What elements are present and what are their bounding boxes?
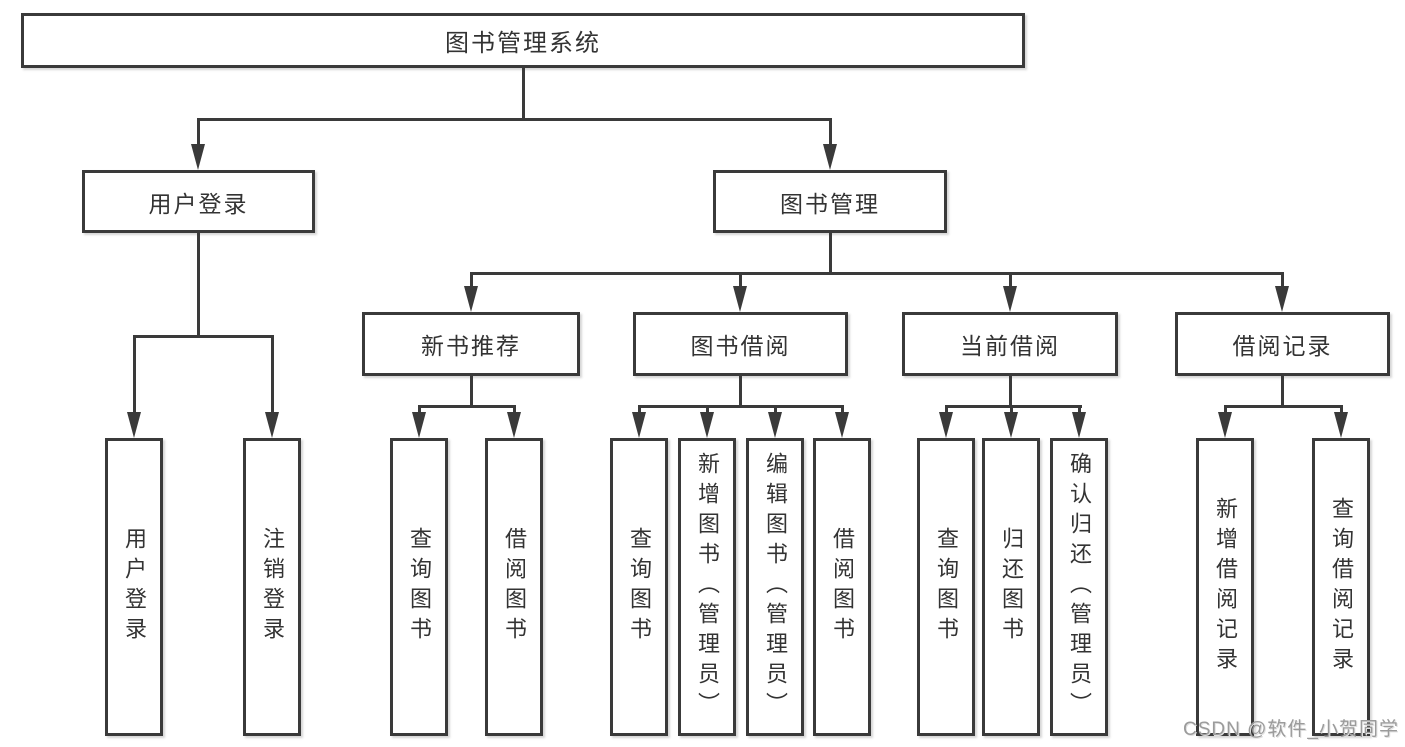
node-leaf-query-books-current: 查询图书	[917, 438, 975, 736]
node-leaf-confirm-return-admin: 确认归还（管理员）	[1050, 438, 1108, 736]
node-library-system-label: 图书管理系统	[445, 30, 601, 57]
connector-drop-leaf	[513, 405, 516, 415]
arrow-down-icon	[127, 412, 141, 438]
connector-borrowing-hline	[638, 405, 844, 408]
connector-records-stem	[1281, 376, 1284, 407]
arrow-down-icon	[191, 144, 205, 170]
arrow-down-icon	[823, 144, 837, 170]
connector-user-login-stem	[197, 233, 200, 337]
arrow-down-icon	[464, 286, 478, 312]
node-user-login: 用户登录	[82, 170, 315, 233]
connector-drop-level3	[1009, 272, 1012, 288]
connector-drop-leaf	[271, 335, 274, 412]
node-user-login-label: 用户登录	[148, 190, 249, 217]
node-leaf-add-borrow-record-label: 新增借阅记录	[1213, 497, 1238, 677]
node-leaf-query-books-recommend-label: 查询图书	[407, 527, 432, 647]
node-leaf-query-books-recommend: 查询图书	[390, 438, 448, 736]
connector-level1-hline	[197, 118, 831, 121]
connector-drop-leaf	[945, 405, 948, 415]
connector-drop-leaf	[774, 405, 777, 415]
node-leaf-query-books-current-label: 查询图书	[934, 527, 959, 647]
connector-drop-book-management	[829, 118, 832, 146]
connector-user-login-hline	[133, 335, 274, 338]
connector-drop-level3	[1281, 272, 1284, 288]
connector-drop-leaf	[1078, 405, 1081, 415]
arrow-down-icon	[700, 412, 714, 438]
node-book-management-label: 图书管理	[780, 190, 880, 217]
node-leaf-user-login: 用户登录	[105, 438, 163, 736]
arrow-down-icon	[1003, 286, 1017, 312]
node-leaf-user-login-label: 用户登录	[122, 527, 147, 647]
node-leaf-add-borrow-record: 新增借阅记录	[1196, 438, 1254, 736]
node-leaf-confirm-return-admin-label: 确认归还（管理员）	[1067, 452, 1092, 722]
node-leaf-query-books-borrowing-label: 查询图书	[627, 527, 652, 647]
node-new-book-recommend: 新书推荐	[362, 312, 580, 376]
connector-recommend-hline	[418, 405, 516, 408]
connector-records-hline	[1224, 405, 1342, 408]
connector-drop-leaf	[841, 405, 844, 415]
connector-drop-leaf	[1010, 405, 1013, 415]
connector-drop-leaf	[133, 335, 136, 412]
node-book-borrowing-label: 图书借阅	[690, 333, 791, 359]
connector-drop-leaf	[418, 405, 421, 415]
node-current-borrowing-label: 当前借阅	[960, 333, 1060, 359]
node-leaf-query-borrow-record-label: 查询借阅记录	[1329, 497, 1354, 677]
node-leaf-logout-label: 注销登录	[260, 527, 285, 647]
arrow-down-icon	[507, 412, 521, 438]
node-leaf-query-borrow-record: 查询借阅记录	[1312, 438, 1370, 736]
arrow-down-icon	[1218, 412, 1232, 438]
node-new-book-recommend-label: 新书推荐	[421, 333, 521, 359]
node-leaf-borrow-books-label: 借阅图书	[830, 527, 855, 647]
arrow-down-icon	[1004, 412, 1018, 438]
connector-drop-user-login	[197, 118, 200, 146]
connector-current-stem	[1009, 376, 1012, 407]
connector-current-hline	[945, 405, 1082, 408]
csdn-watermark: CSDN @软件_小贺同学	[1183, 719, 1399, 740]
node-current-borrowing: 当前借阅	[902, 312, 1118, 376]
arrow-down-icon	[412, 412, 426, 438]
arrow-down-icon	[265, 412, 279, 438]
node-library-system: 图书管理系统	[21, 13, 1025, 68]
arrow-down-icon	[768, 412, 782, 438]
node-leaf-add-book-admin-label: 新增图书（管理员）	[695, 452, 720, 722]
node-leaf-add-book-admin: 新增图书（管理员）	[678, 438, 736, 736]
arrow-down-icon	[1072, 412, 1086, 438]
arrow-down-icon	[1334, 412, 1348, 438]
node-leaf-return-book: 归还图书	[982, 438, 1040, 736]
node-leaf-borrow-books-recommend-label: 借阅图书	[502, 527, 527, 647]
arrow-down-icon	[733, 286, 747, 312]
node-book-management: 图书管理	[713, 170, 947, 233]
node-leaf-edit-book-admin-label: 编辑图书（管理员）	[763, 452, 788, 722]
connector-drop-leaf	[1224, 405, 1227, 415]
connector-drop-leaf	[706, 405, 709, 415]
node-book-borrowing: 图书借阅	[633, 312, 848, 376]
connector-book-management-stem	[829, 232, 832, 274]
arrow-down-icon	[1275, 286, 1289, 312]
node-leaf-edit-book-admin: 编辑图书（管理员）	[746, 438, 804, 736]
connector-drop-level3	[470, 272, 473, 288]
node-borrowing-records: 借阅记录	[1175, 312, 1390, 376]
connector-recommend-stem	[470, 376, 473, 407]
connector-drop-level3	[739, 272, 742, 288]
node-leaf-logout: 注销登录	[243, 438, 301, 736]
node-leaf-borrow-books: 借阅图书	[813, 438, 871, 736]
node-leaf-return-book-label: 归还图书	[999, 527, 1024, 647]
arrow-down-icon	[939, 412, 953, 438]
node-leaf-query-books-borrowing: 查询图书	[610, 438, 668, 736]
connector-root-stem	[522, 68, 525, 121]
node-borrowing-records-label: 借阅记录	[1232, 333, 1333, 359]
arrow-down-icon	[632, 412, 646, 438]
connector-drop-leaf	[1340, 405, 1343, 415]
connector-level3-hline	[470, 272, 1283, 275]
connector-drop-leaf	[638, 405, 641, 415]
node-leaf-borrow-books-recommend: 借阅图书	[485, 438, 543, 736]
arrow-down-icon	[835, 412, 849, 438]
connector-borrowing-stem	[739, 376, 742, 407]
